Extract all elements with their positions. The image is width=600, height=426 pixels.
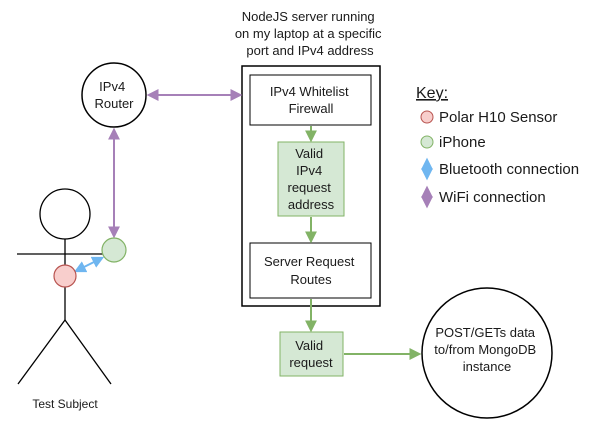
key-phone-label: iPhone xyxy=(439,134,486,151)
mongodb-label: POST/GETs data to/from MongoDB instance xyxy=(434,325,540,374)
router-label: IPv4 Router xyxy=(94,79,134,111)
subject-right-leg xyxy=(64,319,112,385)
subject-label: Test Subject xyxy=(32,397,98,411)
subject-left-leg xyxy=(17,319,66,385)
key-phone-swatch xyxy=(420,135,434,149)
routes-label: Server Request Routes xyxy=(264,254,358,287)
key-title: Key: xyxy=(416,85,448,102)
key-wifi-label: WiFi connection xyxy=(439,189,546,206)
firewall-label: IPv4 Whitelist Firewall xyxy=(270,84,352,116)
valid-ip-box xyxy=(277,141,345,217)
server-caption: NodeJS server running on my laptop at a … xyxy=(235,9,385,58)
firewall-box xyxy=(249,74,372,126)
sensor-circle xyxy=(53,264,77,288)
valid-request-box xyxy=(279,331,344,377)
router-circle xyxy=(81,62,147,128)
iphone-circle xyxy=(101,237,127,263)
routes-box xyxy=(249,242,372,299)
valid-request-label: Valid request xyxy=(289,338,333,370)
key-sensor-swatch xyxy=(420,110,434,124)
mongodb-circle xyxy=(421,287,553,419)
valid-ip-label: Valid IPv4 request address xyxy=(288,146,335,212)
key-bluetooth-label: Bluetooth connection xyxy=(439,161,579,178)
subject-head xyxy=(39,188,91,240)
bluetooth-sensor-to-phone xyxy=(73,256,105,273)
key-sensor-label: Polar H10 Sensor xyxy=(439,109,557,126)
